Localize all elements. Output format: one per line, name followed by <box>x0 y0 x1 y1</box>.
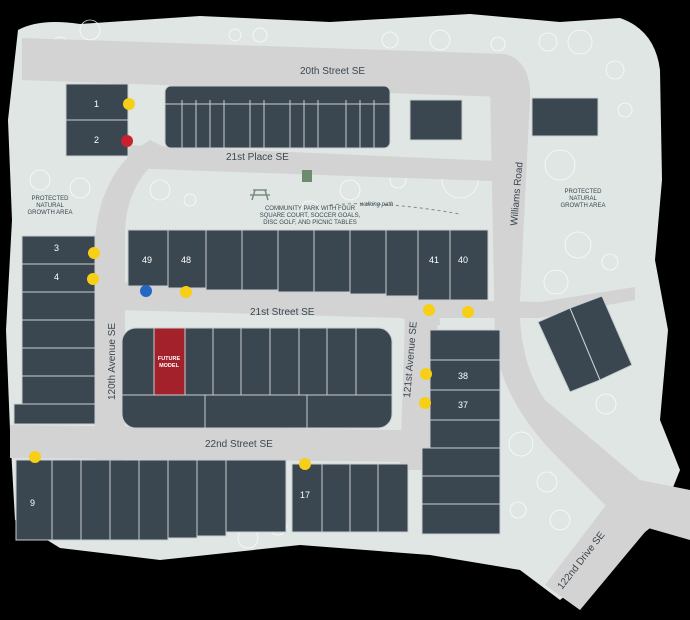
lot-41[interactable] <box>417 229 451 301</box>
lot-7[interactable] <box>21 347 96 377</box>
lot-williams-east-2[interactable] <box>569 295 633 381</box>
lot-label-4: 4 <box>54 272 59 282</box>
lot-status-dots <box>29 98 474 470</box>
lots <box>13 83 633 541</box>
lot-35[interactable] <box>421 447 501 477</box>
label-21st-place: 21st Place SE <box>226 152 289 163</box>
lot-label-48: 48 <box>181 255 191 265</box>
dot-lot-2[interactable] <box>121 135 133 147</box>
lot-10[interactable] <box>51 459 82 541</box>
lot-15[interactable] <box>196 459 227 537</box>
roads <box>10 38 690 610</box>
lot-6[interactable] <box>21 319 96 349</box>
park-description-line1: COMMUNITY PARK WITH FOUR <box>265 206 356 212</box>
lot-12[interactable] <box>109 459 140 541</box>
townhome-block-north[interactable] <box>164 85 391 149</box>
lot-label-3: 3 <box>54 243 59 253</box>
future-model-lot[interactable] <box>153 327 186 396</box>
lot-49[interactable] <box>127 229 169 287</box>
lot-44[interactable] <box>313 229 351 293</box>
lot-5[interactable] <box>21 291 96 321</box>
lot-42[interactable] <box>385 229 419 297</box>
dot-lot-3[interactable] <box>88 247 100 259</box>
road-williams <box>480 58 690 540</box>
protected-right-line2: NATURAL <box>569 196 597 202</box>
road-21st-street <box>120 282 440 325</box>
lot-33[interactable] <box>421 503 501 535</box>
lot-label-37: 37 <box>458 400 468 410</box>
lot-label-17: 17 <box>300 490 310 500</box>
lot-numbers: 1 2 3 4 49 48 41 40 38 37 9 17 <box>30 99 468 508</box>
lot-8b[interactable] <box>13 403 96 425</box>
walking-path-label: walking path <box>360 202 394 208</box>
road-20th-street <box>22 38 530 98</box>
area-labels: PROTECTED NATURAL GROWTH AREA PROTECTED … <box>27 189 605 226</box>
lot-9[interactable] <box>15 459 53 541</box>
protected-left-line2: NATURAL <box>36 203 64 209</box>
dot-lot-17[interactable] <box>299 458 311 470</box>
lot-label-40: 40 <box>458 255 468 265</box>
future-model-label-2: MODEL <box>159 363 180 369</box>
dot-lot-4[interactable] <box>87 273 99 285</box>
lot-2[interactable] <box>65 119 129 157</box>
info-sign-icon <box>302 170 312 182</box>
label-20th-street: 20th Street SE <box>300 66 365 77</box>
lot-40[interactable] <box>449 229 489 301</box>
dot-lot-49[interactable] <box>140 285 152 297</box>
lot-8[interactable] <box>21 375 96 405</box>
lot-36[interactable] <box>429 419 501 449</box>
dot-lot-9[interactable] <box>29 451 41 463</box>
lot-45[interactable] <box>277 229 315 293</box>
park-description-line3: DISC GOLF, AND PICNIC TABLES <box>263 220 356 226</box>
lot-11[interactable] <box>80 459 111 541</box>
lot-39[interactable] <box>429 329 501 361</box>
lot-16[interactable] <box>225 459 287 533</box>
protected-right-line3: GROWTH AREA <box>560 203 605 209</box>
road-122nd-drive <box>545 500 655 610</box>
dot-lot-41[interactable] <box>423 304 435 316</box>
lot-43[interactable] <box>349 229 387 295</box>
label-22nd-street: 22nd Street SE <box>205 439 273 450</box>
road-connector <box>430 287 635 318</box>
lot-14[interactable] <box>167 459 198 539</box>
dot-lot-48[interactable] <box>180 286 192 298</box>
lot-label-2: 2 <box>94 135 99 145</box>
center-block[interactable] <box>121 327 393 429</box>
lot-46[interactable] <box>241 229 279 291</box>
dot-lot-37[interactable] <box>419 397 431 409</box>
road-21st-place <box>125 145 520 182</box>
protected-left-line3: GROWTH AREA <box>27 210 72 216</box>
picnic-table-icon <box>250 189 270 201</box>
dot-lot-38[interactable] <box>420 368 432 380</box>
lot-47[interactable] <box>205 229 243 291</box>
lot-label-49: 49 <box>142 255 152 265</box>
protected-right-line1: PROTECTED <box>564 189 602 195</box>
lot-1[interactable] <box>65 83 129 121</box>
lot-label-38: 38 <box>458 371 468 381</box>
lot-34[interactable] <box>421 475 501 505</box>
future-model-label-1: FUTURE <box>158 356 181 362</box>
lot-label-41: 41 <box>429 255 439 265</box>
road-22nd-street <box>10 425 421 462</box>
lot-label-1: 1 <box>94 99 99 109</box>
lot-label-9: 9 <box>30 498 35 508</box>
dot-lot-40[interactable] <box>462 306 474 318</box>
label-120th-avenue: 120th Avenue SE <box>107 323 118 400</box>
park-description-line2: SQUARE COURT, SOCCER GOALS, <box>260 213 361 219</box>
road-121st-avenue <box>400 318 438 470</box>
lot-13[interactable] <box>138 459 169 541</box>
lot-williams-north[interactable] <box>531 97 599 137</box>
label-21st-street: 21st Street SE <box>250 307 315 318</box>
dot-lot-1[interactable] <box>123 98 135 110</box>
lot-48[interactable] <box>167 229 207 289</box>
lot-20[interactable] <box>377 463 409 533</box>
walking-path-line <box>329 203 461 215</box>
building-small[interactable] <box>409 99 463 141</box>
road-120th-avenue <box>95 140 170 470</box>
protected-left-line1: PROTECTED <box>31 196 69 202</box>
lot-19[interactable] <box>349 463 379 533</box>
park-amenities <box>250 170 461 215</box>
lot-18[interactable] <box>321 463 351 533</box>
